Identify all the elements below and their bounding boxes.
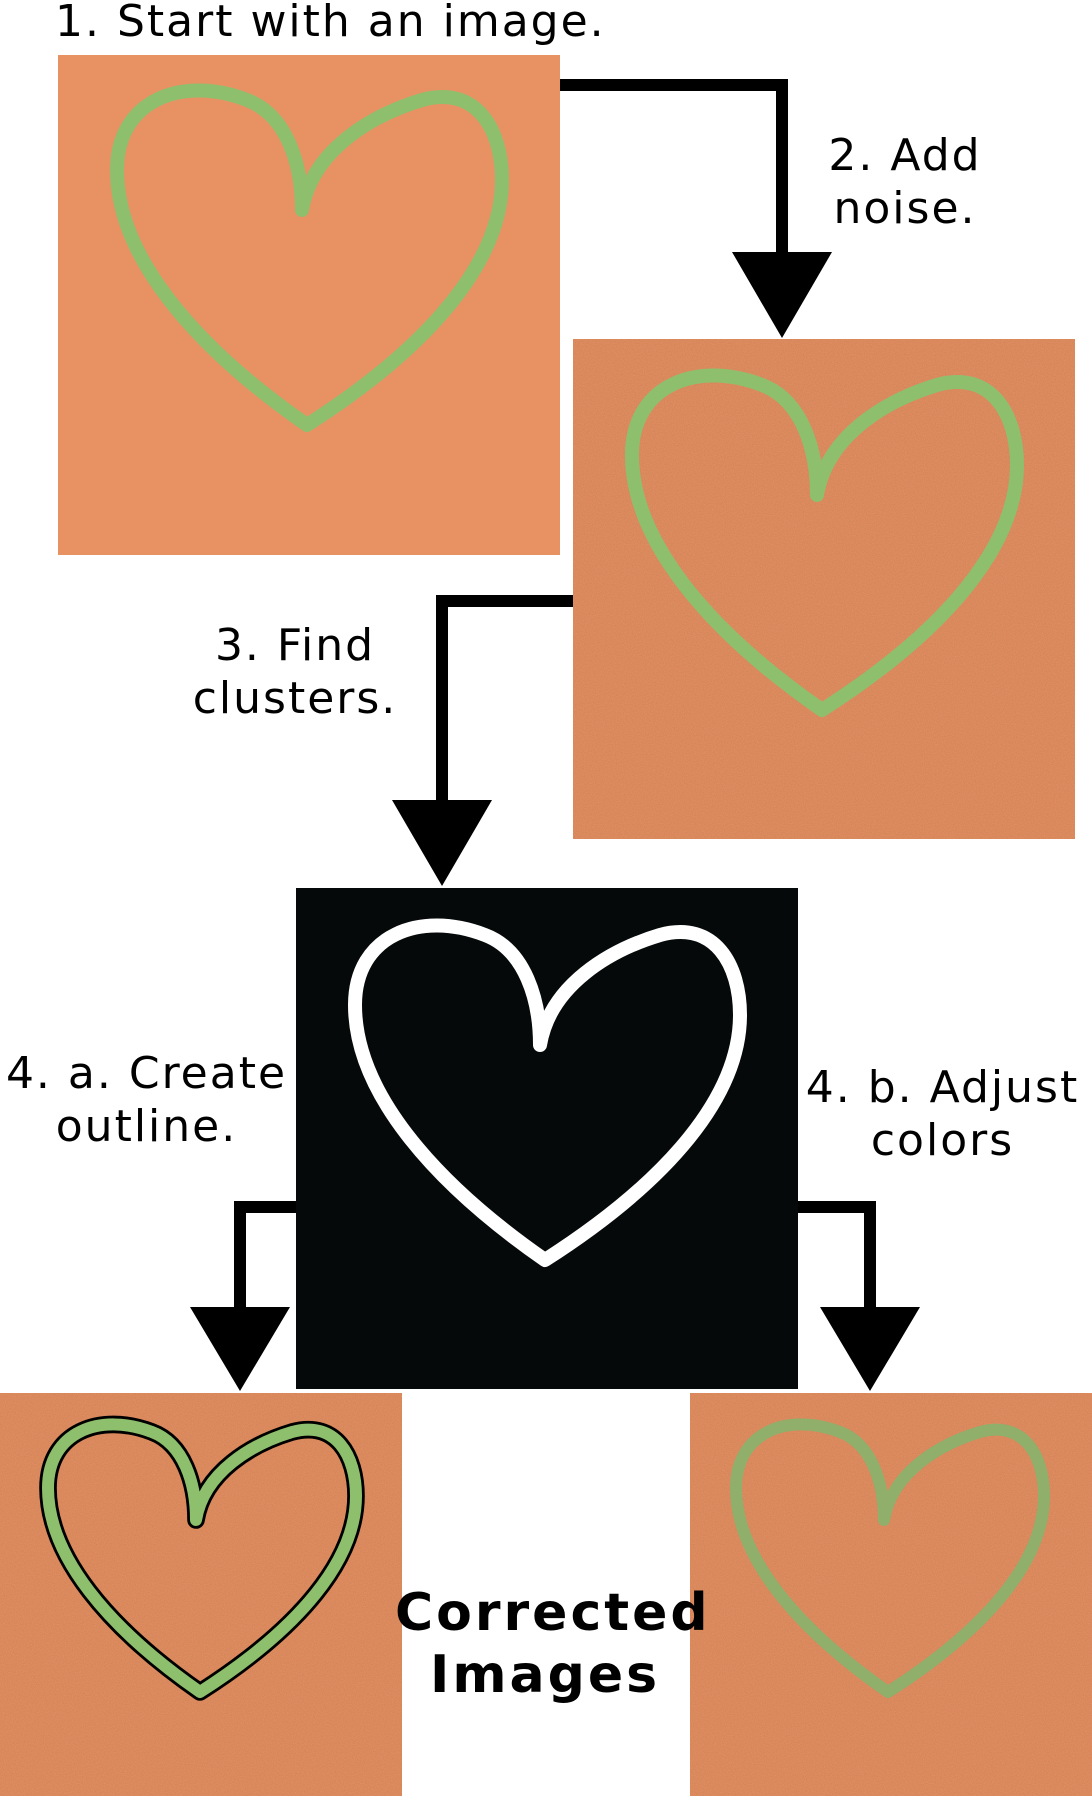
corrected-images-label: Corrected Images <box>395 1582 711 1707</box>
step-3-label-line2: clusters. <box>192 672 398 724</box>
outlined-image <box>0 1393 402 1796</box>
step-4a-label-line2: outline. <box>55 1100 238 1152</box>
step-2-label: 2. Add noise. <box>800 130 1010 236</box>
arrow-add-noise <box>560 79 832 338</box>
noisy-image <box>573 339 1075 839</box>
step-4a-label-line1: 4. a. Create <box>5 1048 288 1099</box>
arrow-find-clusters <box>392 595 573 886</box>
step-2-label-line2: noise. <box>833 182 977 234</box>
step-4b-label-line2: colors <box>870 1114 1015 1166</box>
step-2-label-line1: 2. Add <box>828 130 982 181</box>
corrected-images-label-line2: Images <box>429 1645 661 1706</box>
step-1-label: 1. Start with an image. <box>55 0 606 47</box>
step-4a-label: 4. a. Create outline. <box>4 1048 289 1154</box>
cluster-image <box>296 888 798 1389</box>
step-4b-label: 4. b. Adjust colors <box>800 1062 1085 1168</box>
step-4b-label-line1: 4. b. Adjust <box>805 1062 1080 1113</box>
corrected-images-label-line1: Corrected <box>395 1583 711 1643</box>
arrow-create-outline <box>190 1201 296 1391</box>
arrow-adjust-colors <box>798 1201 920 1391</box>
step-3-label: 3. Find clusters. <box>190 620 400 726</box>
step-3-label-line1: 3. Find <box>214 620 376 671</box>
color-adjusted-image <box>690 1393 1092 1796</box>
original-image <box>58 55 560 555</box>
